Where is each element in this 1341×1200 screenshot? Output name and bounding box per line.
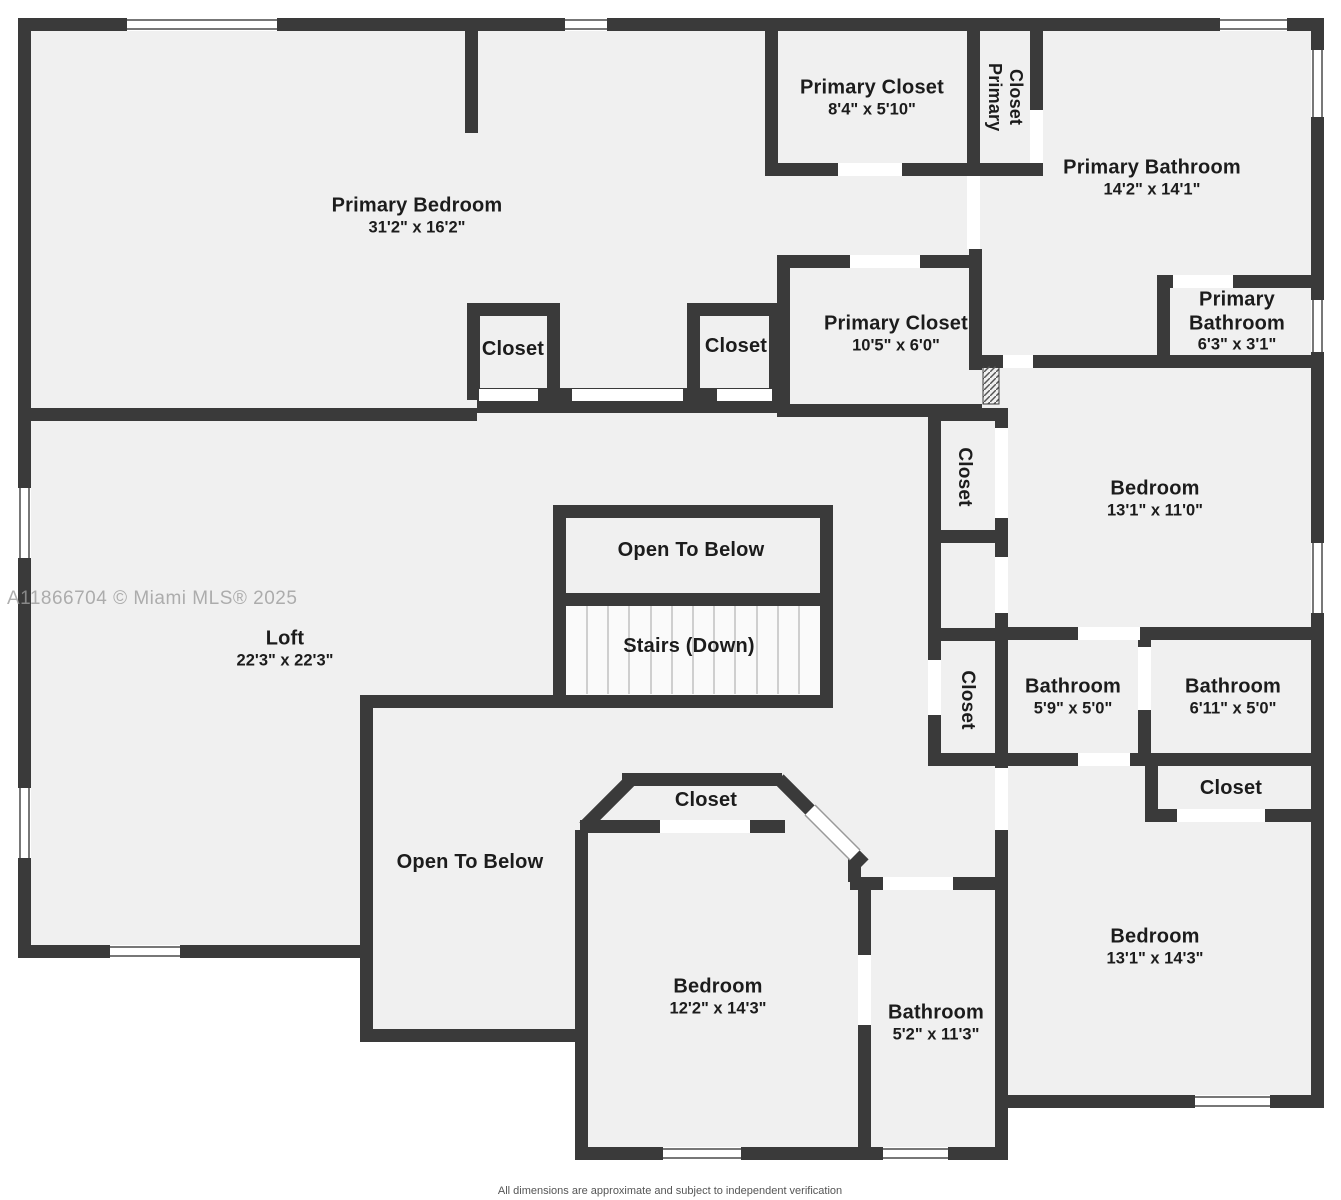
room-name: Primary Closet [824,312,968,335]
room-dims: 6'3" x 3'1" [1197,335,1277,354]
room-dims: 8'4" x 5'10" [828,100,916,119]
room-dims: 6'11" x 5'0" [1189,699,1277,718]
room-label-bedroom-1: Bedroom 13'1" x 11'0" [1107,477,1203,520]
room-name: Bathroom [887,1001,985,1024]
room-name: Bathroom [1184,675,1282,698]
room-label-closet-d: Closet [675,789,737,813]
room-label-primary-closet-top: Primary Closet 8'4" x 5'10" [800,76,944,119]
room-dims: 5'9" x 5'0" [1033,699,1113,718]
room-name: Stairs (Down) [623,635,755,658]
room-dims: 12'2" x 14'3" [669,999,767,1018]
room-name: Primary Bathroom [1188,288,1286,335]
room-label-stairs: Stairs (Down) [623,635,755,659]
room-name: Closet [1199,777,1263,800]
room-name: Primary Closet [985,62,1027,132]
room-dims: 5'2" x 11'3" [892,1025,980,1044]
room-name: Bedroom [673,975,763,998]
room-name: Bedroom [1110,925,1200,948]
room-name: Loft [265,627,305,650]
room-label-bedroom-3: Bedroom 12'2" x 14'3" [670,975,767,1018]
room-name: Closet [957,670,979,730]
room-name: Closet [481,338,545,361]
room-dims: 22'3" x 22'3" [236,651,334,670]
room-label-loft: Loft 22'3" x 22'3" [237,627,334,670]
door-openings [479,110,1265,1025]
room-name: Open To Below [617,539,765,562]
room-name: Closet [704,335,768,358]
mls-watermark: A11866704 © Miami MLS® 2025 [7,588,298,609]
room-label-bathroom-3: Bathroom 5'2" x 11'3" [888,1001,984,1044]
room-name: Primary Bathroom [1063,156,1241,179]
room-dims: 10'5" x 6'0" [852,336,940,355]
room-label-closet-mid-vertical: Closet [953,447,975,506]
room-name: Bedroom [1110,477,1200,500]
room-label-closet-c: Closet [1200,777,1262,801]
room-label-closet-b: Closet [705,335,767,359]
room-label-closet-low-vertical: Closet [956,670,978,729]
room-name: Closet [954,447,976,507]
room-label-primary-closet-mid: Primary Closet 10'5" x 6'0" [824,312,968,355]
room-name: Closet [674,789,738,812]
room-label-bedroom-2: Bedroom 13'1" x 14'3" [1107,925,1204,968]
hatched-wall-segment [982,365,1000,405]
stairs-treads [566,597,820,695]
room-label-closet-a: Closet [482,338,544,362]
room-label-bathroom-1: Bathroom 5'9" x 5'0" [1025,675,1121,718]
room-label-primary-closet-strip: Primary Closet [984,53,1026,141]
room-label-open-to-below-lower: Open To Below [397,851,544,875]
room-label-open-to-below-upper: Open To Below [618,539,765,563]
room-name: Primary Bedroom [331,194,503,217]
room-dims: 31'2" x 16'2" [368,218,466,237]
room-name: Primary Closet [800,76,944,99]
room-label-primary-bathroom-2: Primary Bathroom 6'3" x 3'1" [1176,289,1298,356]
room-dims: 13'1" x 11'0" [1107,501,1203,520]
room-dims: 14'2" x 14'1" [1103,180,1201,199]
room-name: Bathroom [1024,675,1122,698]
dimensions-disclaimer: All dimensions are approximate and subje… [497,1185,843,1197]
room-label-bathroom-2: Bathroom 6'11" x 5'0" [1185,675,1281,718]
windows [18,18,1324,1160]
diagonal-door [804,804,861,861]
room-name: Open To Below [396,851,544,874]
room-dims: 13'1" x 14'3" [1106,949,1204,968]
room-label-primary-bedroom: Primary Bedroom 31'2" x 16'2" [332,194,503,237]
room-label-primary-bathroom: Primary Bathroom 14'2" x 14'1" [1063,156,1241,199]
